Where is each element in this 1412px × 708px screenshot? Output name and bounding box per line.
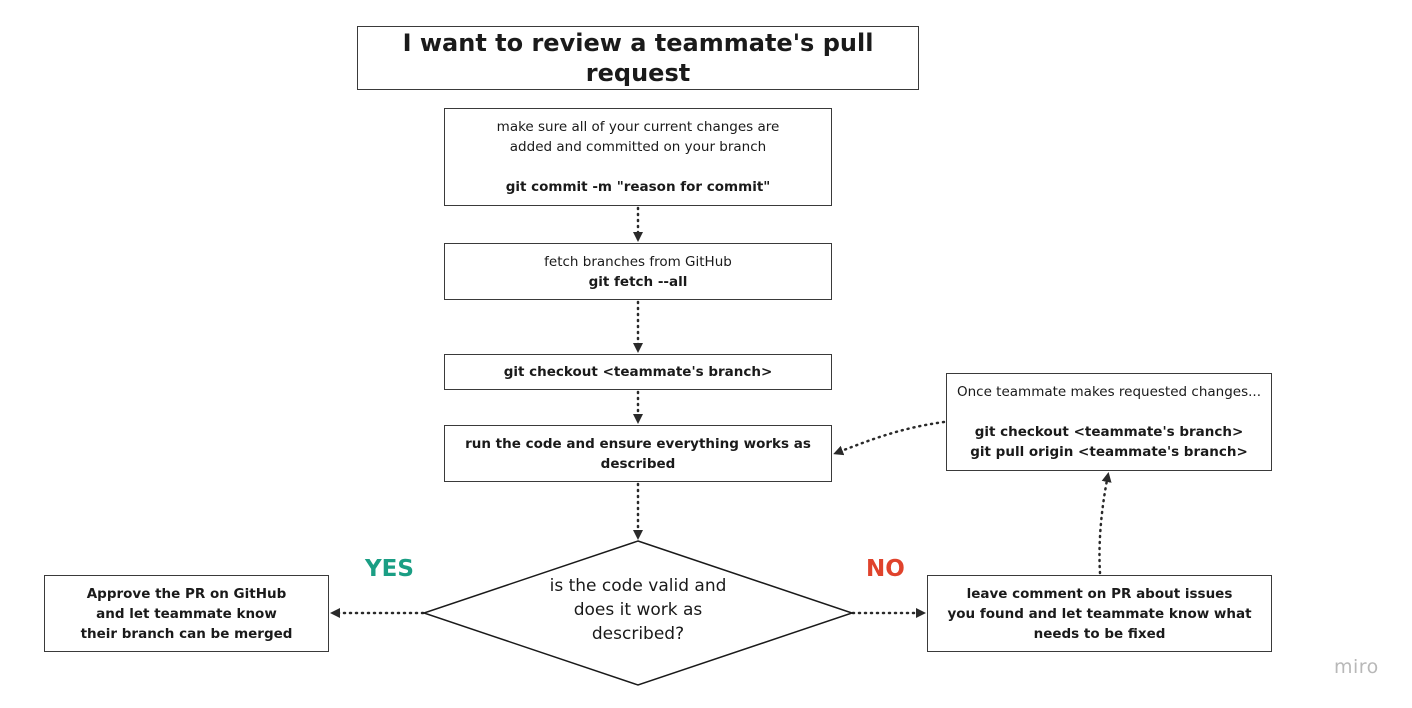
commit-command: git commit -m "reason for commit" <box>505 179 771 195</box>
yes-label: YES <box>365 556 414 582</box>
approve-line3: their branch can be merged <box>80 625 293 642</box>
approve-box: Approve the PR on GitHub and let teammat… <box>44 575 329 652</box>
approve-line2: and let teammate know <box>96 605 277 622</box>
run-text-line2: described <box>600 455 676 472</box>
fetch-text: fetch branches from GitHub <box>544 253 732 270</box>
fetch-command: git fetch --all <box>588 273 688 290</box>
arrow-comment-to-changes <box>1098 472 1112 575</box>
commit-text-line1: make sure all of your current changes ar… <box>496 119 780 135</box>
decision-diamond <box>421 540 855 686</box>
changes-command-checkout: git checkout <teammate's branch> <box>974 424 1244 440</box>
changes-text: Once teammate makes requested changes... <box>956 384 1261 400</box>
no-label: NO <box>866 556 905 582</box>
comment-line2: you found and let teammate know what <box>947 605 1252 622</box>
comment-line3: needs to be fixed <box>1033 625 1166 642</box>
decision-text: is the code valid and does it work as de… <box>518 574 758 646</box>
run-text-line1: run the code and ensure everything works… <box>465 435 811 452</box>
decision-line3: described? <box>591 624 685 644</box>
arrow-changes-to-run <box>833 420 946 456</box>
step-run-box: run the code and ensure everything works… <box>444 425 832 482</box>
comment-box: leave comment on PR about issues you fou… <box>927 575 1272 652</box>
step-fetch-box: fetch branches from GitHub git fetch --a… <box>444 243 832 300</box>
title-text: I want to review a teammate's pull reque… <box>402 29 874 87</box>
commit-text-line2: added and committed on your branch <box>509 139 767 155</box>
changes-command-pull: git pull origin <teammate's branch> <box>970 444 1248 460</box>
decision-line1: is the code valid and <box>549 576 727 596</box>
requested-changes-box: Once teammate makes requested changes...… <box>946 373 1272 471</box>
miro-logo: miro <box>1334 656 1379 678</box>
approve-line1: Approve the PR on GitHub <box>86 585 287 602</box>
comment-line1: leave comment on PR about issues <box>966 585 1233 602</box>
step-commit-box: make sure all of your current changes ar… <box>444 108 832 206</box>
step-checkout-box: git checkout <teammate's branch> <box>444 354 832 390</box>
decision-line2: does it work as <box>573 600 703 620</box>
checkout-command: git checkout <teammate's branch> <box>503 364 773 380</box>
page-title: I want to review a teammate's pull reque… <box>357 26 919 90</box>
